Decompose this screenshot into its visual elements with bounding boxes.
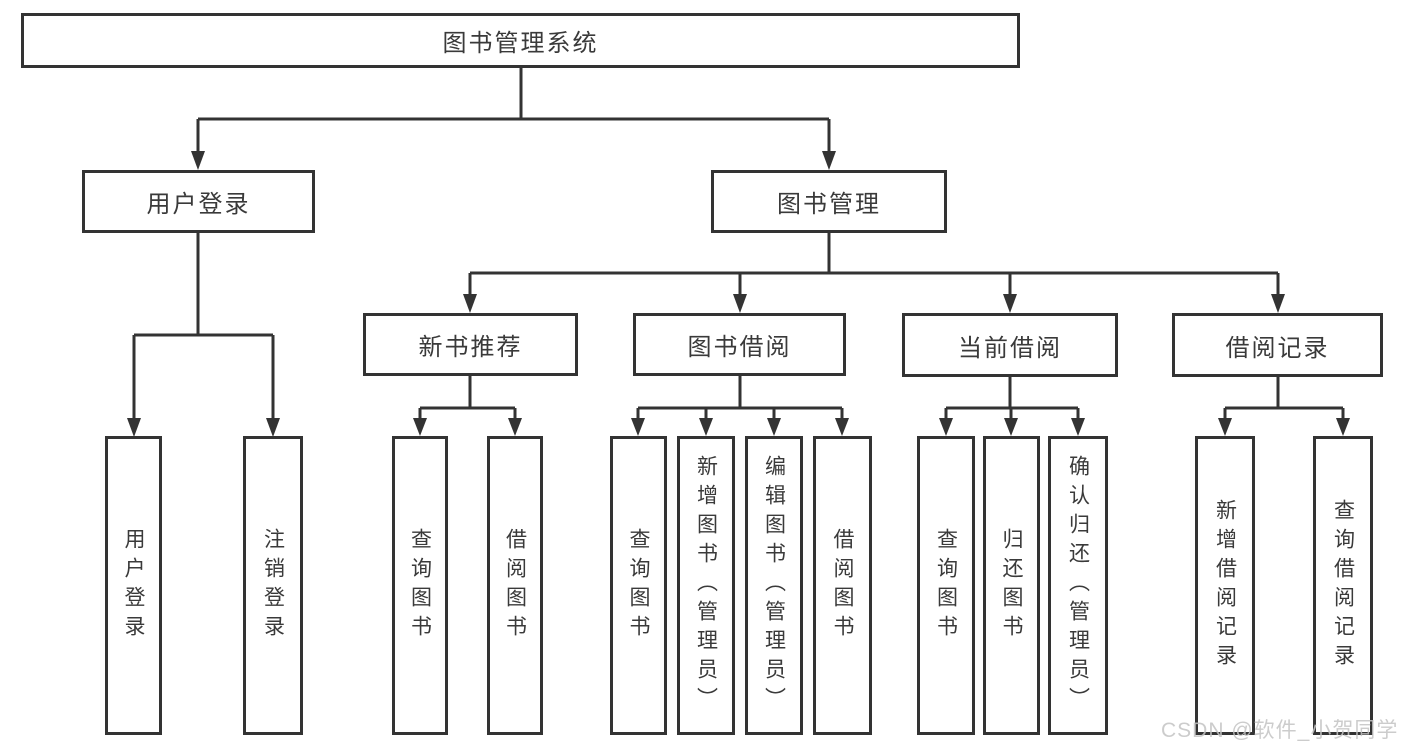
node-book-borrow: 图书借阅 [633, 313, 846, 376]
node-library-management-system: 图书管理系统 [21, 13, 1020, 68]
node-label: 图书管理 [777, 191, 881, 218]
node-borrow-records: 借阅记录 [1172, 313, 1383, 377]
leaf-label: 注销登录 [261, 527, 285, 644]
connector-current-borrow-to-leaves [939, 377, 1085, 436]
leaf-records-add-record: 新增借阅记录 [1195, 436, 1255, 735]
leaf-label: 新增借阅记录 [1213, 498, 1237, 673]
leaf-label: 查询图书 [408, 527, 432, 644]
leaf-logout: 注销登录 [243, 436, 303, 735]
leaf-current-return-book: 归还图书 [983, 436, 1040, 735]
leaf-borrow-edit-book-admin: 编辑图书（管理员） [745, 436, 803, 735]
leaf-borrow-borrow-book: 借阅图书 [813, 436, 872, 735]
node-label: 用户登录 [146, 191, 251, 218]
leaf-label: 查询图书 [934, 527, 958, 644]
node-label: 图书管理系统 [442, 30, 599, 57]
node-label: 图书借阅 [687, 334, 792, 361]
connector-book-borrow-to-leaves [631, 376, 849, 436]
leaf-label: 确认归还（管理员） [1066, 455, 1090, 716]
leaf-user-login: 用户登录 [105, 436, 162, 735]
leaf-newbook-query-book: 查询图书 [392, 436, 448, 735]
leaf-borrow-query-book: 查询图书 [610, 436, 667, 735]
node-new-book-recommend: 新书推荐 [363, 313, 578, 376]
leaf-label: 查询图书 [627, 527, 650, 644]
csdn-watermark: CSDN @软件_小贺同学 [1161, 719, 1399, 742]
node-label: 当前借阅 [958, 334, 1062, 362]
leaf-borrow-add-book-admin: 新增图书（管理员） [677, 436, 735, 735]
connector-book-management-to-level3 [463, 233, 1285, 313]
node-book-management: 图书管理 [711, 170, 947, 233]
leaf-records-query-record: 查询借阅记录 [1313, 436, 1373, 735]
node-label: 借阅记录 [1225, 334, 1330, 362]
connector-user-login-to-leaves [127, 233, 280, 437]
leaf-label: 查询借阅记录 [1331, 498, 1355, 673]
leaf-label: 用户登录 [122, 527, 145, 644]
leaf-label: 新增图书（管理员） [694, 455, 718, 716]
node-user-login: 用户登录 [82, 170, 315, 233]
leaf-current-query-book: 查询图书 [917, 436, 975, 735]
leaf-label: 编辑图书（管理员） [762, 455, 786, 716]
connector-borrow-records-to-leaves [1218, 377, 1350, 436]
node-label: 新书推荐 [418, 334, 523, 361]
leaf-label: 借阅图书 [503, 527, 527, 644]
connector-root-to-level2 [191, 68, 836, 170]
leaf-label: 借阅图书 [831, 527, 854, 644]
leaf-newbook-borrow-book: 借阅图书 [487, 436, 543, 735]
connector-new-book-to-leaves [413, 376, 522, 436]
leaf-current-confirm-return-admin: 确认归还（管理员） [1048, 436, 1108, 735]
node-current-borrow: 当前借阅 [902, 313, 1118, 377]
leaf-label: 归还图书 [1000, 527, 1023, 644]
